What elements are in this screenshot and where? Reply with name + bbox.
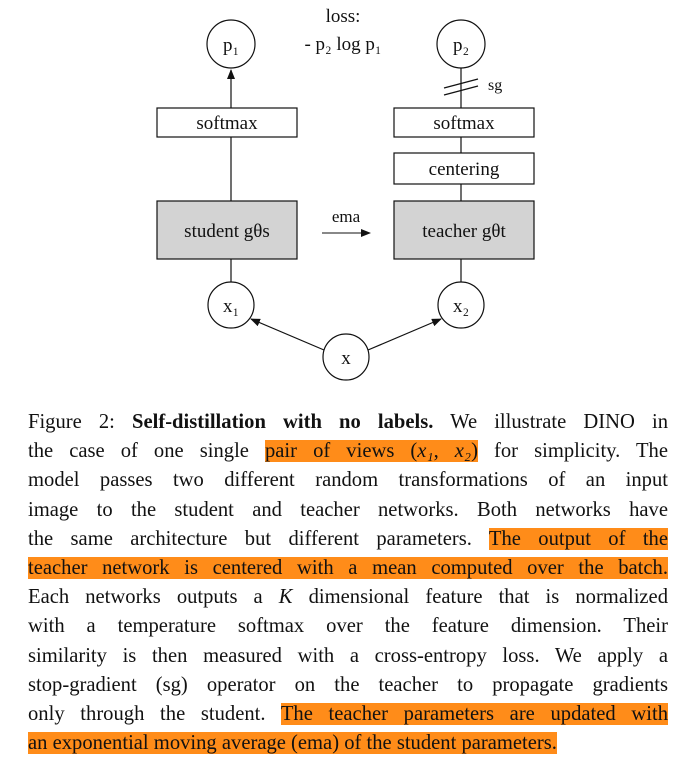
x-to-x1-arrow — [250, 318, 325, 351]
caption-line: stop-gradient (sg) operator on the teach… — [28, 673, 668, 696]
student-network-box — [156, 200, 298, 260]
caption-line: Each networks outputs a K dimensional fe… — [28, 583, 668, 612]
teacher-softmax-box — [393, 107, 535, 138]
x-to-x2-arrow — [367, 318, 442, 351]
caption-text: pair of views ( — [265, 440, 418, 463]
stop-gradient-mark-2 — [443, 85, 479, 96]
loss-label: loss: — [326, 6, 361, 27]
highlight: The teacher parameters are updated with — [280, 703, 668, 726]
teacher-network-box — [393, 200, 535, 260]
centering-box — [393, 152, 535, 185]
p1-label: p₁ — [223, 35, 239, 56]
caption-text: We illustrate DINO in — [433, 411, 669, 433]
student-softmax-box — [156, 107, 298, 138]
caption-text: dimensional feature that is normalized — [292, 586, 668, 609]
caption-line: the same architecture but different para… — [28, 525, 668, 554]
loss-formula: - p₂ log p₁ — [304, 34, 381, 55]
x2-label: x₂ — [453, 296, 469, 317]
math-K: K — [278, 586, 293, 609]
x-label: x — [341, 348, 351, 369]
caption-text: the case of one single — [28, 440, 265, 463]
student-softmax-label: softmax — [196, 113, 258, 134]
x1-label: x₁ — [223, 296, 239, 317]
x-node — [322, 333, 370, 381]
caption-text: ) — [471, 440, 478, 463]
highlight: an exponential moving average (ema) of t… — [28, 732, 557, 755]
math-x2: x₂ — [454, 440, 472, 463]
caption-text: the same architecture but different para… — [28, 527, 489, 550]
caption-text: Each networks outputs a — [28, 586, 279, 609]
caption-line: the case of one single pair of views (x₁… — [28, 437, 668, 466]
caption-title: Self-distillation with no labels. — [132, 411, 434, 433]
x2-node — [437, 281, 485, 329]
dino-diagram: loss: - p₂ log p₁ p₁ softmax student gθs… — [156, 6, 535, 381]
caption-line: teacher network is centered with a mean … — [28, 554, 668, 583]
p2-label: p₂ — [453, 35, 469, 56]
math-x1: x₁ — [417, 440, 434, 463]
caption-line: image to the student and teacher network… — [28, 498, 668, 521]
caption-line: only through the student. The teacher pa… — [28, 700, 668, 729]
caption-text: only through the student. — [28, 703, 281, 726]
caption-line: similarity is then measured with a cross… — [28, 644, 668, 667]
highlight: pair of views (x₁, x₂) — [265, 440, 478, 463]
caption-text: for simplicity. The — [477, 440, 668, 463]
figure-caption: Figure 2: Self-distillation with no labe… — [28, 408, 668, 758]
caption-line: an exponential moving average (ema) of t… — [28, 729, 668, 758]
student-network-label: student gθs — [184, 221, 270, 242]
teacher-softmax-label: softmax — [433, 113, 495, 134]
sg-label: sg — [488, 77, 502, 94]
highlight: The output of the — [488, 527, 668, 550]
caption-line: Figure 2: Self-distillation with no labe… — [28, 408, 668, 437]
teacher-network-label: teacher gθt — [422, 221, 506, 242]
p1-node — [206, 19, 256, 69]
stop-gradient-mark-1 — [443, 78, 479, 89]
caption-text: , — [433, 440, 455, 463]
figure-label: Figure 2: — [28, 411, 133, 433]
ema-label: ema — [332, 207, 361, 226]
caption-line: model passes two different random transf… — [28, 469, 668, 492]
caption-line: with a temperature softmax over the feat… — [28, 615, 668, 638]
x1-node — [207, 281, 255, 329]
centering-label: centering — [429, 159, 500, 180]
highlight: teacher network is centered with a mean … — [28, 557, 668, 580]
